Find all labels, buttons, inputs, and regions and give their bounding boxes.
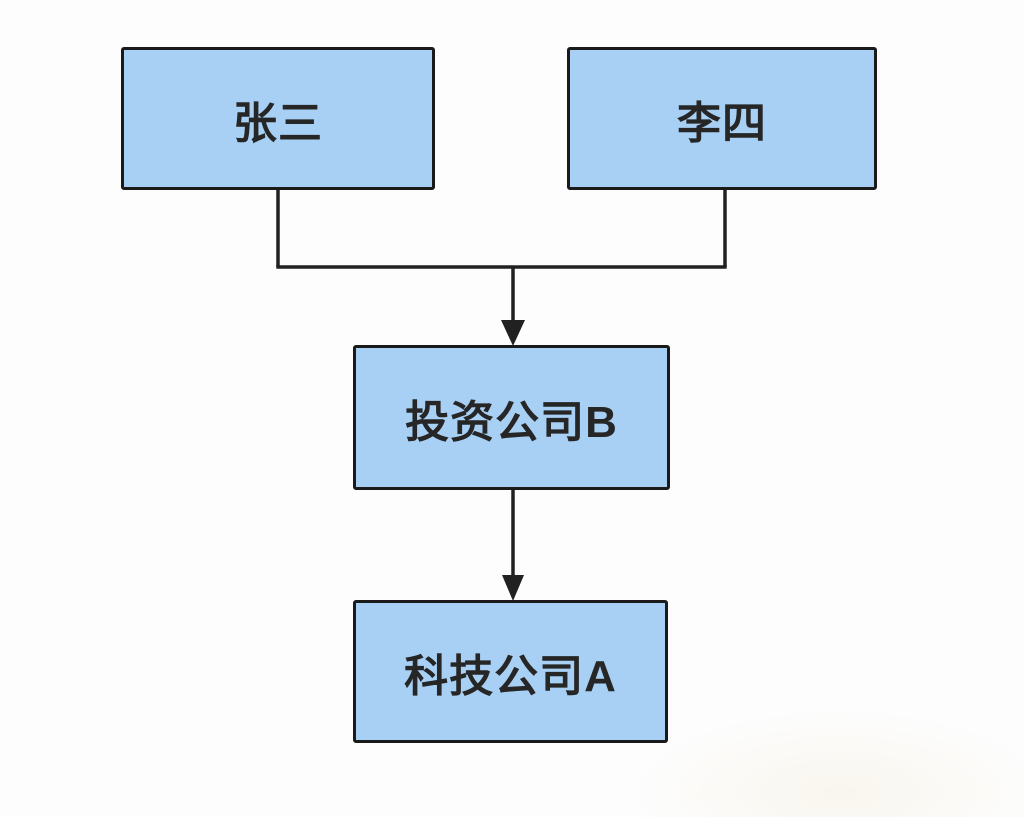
node-investment-company-b: 投资公司B bbox=[353, 345, 670, 490]
node-tech-company-a: 科技公司A bbox=[353, 600, 668, 743]
arrowhead-to-investment bbox=[501, 320, 525, 346]
arrowhead-to-tech bbox=[502, 575, 524, 601]
node-investment-company-b-label: 投资公司B bbox=[405, 397, 618, 447]
node-zhangsan: 张三 bbox=[121, 47, 435, 190]
node-tech-company-a-label: 科技公司A bbox=[404, 651, 617, 701]
node-zhangsan-label: 张三 bbox=[233, 98, 323, 148]
node-lisi: 李四 bbox=[567, 47, 877, 190]
node-lisi-label: 李四 bbox=[677, 98, 767, 148]
